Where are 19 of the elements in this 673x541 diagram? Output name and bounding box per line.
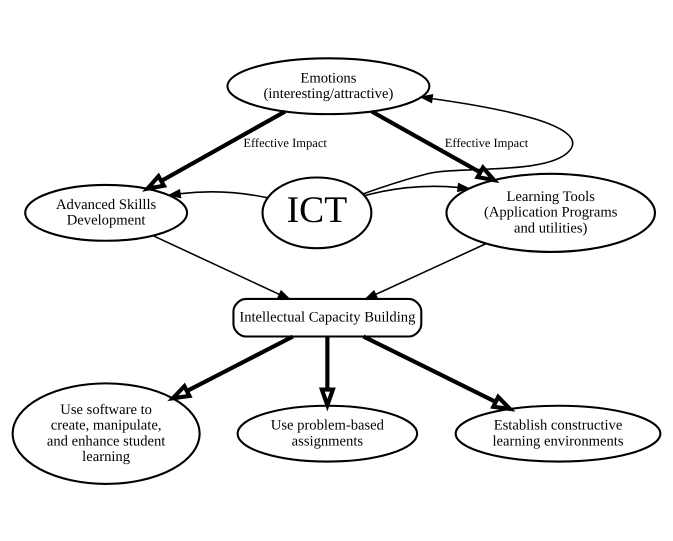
- arrow: [167, 334, 294, 401]
- node-ellipse: ICT: [261, 176, 372, 249]
- node-ellipse: Use problem-based assignments: [236, 404, 418, 462]
- arrow: [370, 109, 500, 183]
- node-ellipse: Advanced Skillls Development: [24, 183, 188, 242]
- arrow: [153, 234, 292, 300]
- node-box: Intellectual Capacity Building: [232, 297, 422, 338]
- arrow: [142, 109, 286, 192]
- edge-label: Effective Impact: [444, 136, 528, 150]
- node-ellipse: Learning Tools (Application Programs and utilities): [445, 172, 656, 252]
- edge-label: Effective Impact: [243, 136, 327, 150]
- arrow: [167, 188, 268, 198]
- node-ellipse: Establish constructive learning environments: [454, 404, 662, 462]
- arrow: [364, 242, 486, 300]
- node-ellipse: Emotions (interesting/attractive): [226, 56, 430, 115]
- arrow: [318, 336, 336, 411]
- arrow: [362, 334, 516, 412]
- arrow: [362, 94, 574, 194]
- arrow: [364, 182, 472, 196]
